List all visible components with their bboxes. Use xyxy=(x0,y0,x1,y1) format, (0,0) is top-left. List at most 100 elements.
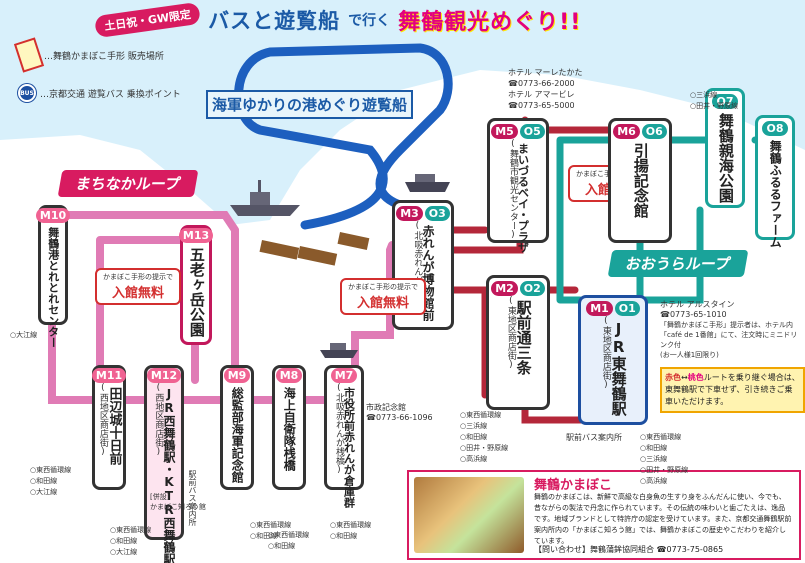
ferry-icon xyxy=(405,174,450,192)
kamaboko-photo xyxy=(414,477,524,553)
bus-line: ○東西循環線 xyxy=(250,521,292,529)
cruise-route xyxy=(234,43,453,230)
bus-stops-m1: ○東西循環線 ○和田線 ○三浜線 ○田井・野原線 ○高浜線 xyxy=(640,432,688,487)
station-m12[interactable]: M12 JR西舞鶴駅・KTR西舞鶴駅 (西地区商店街) xyxy=(144,365,184,563)
station-m11[interactable]: M11 田辺城十日前 (西地区商店街) xyxy=(91,365,127,490)
east-bus-info: 駅前バス案内所 xyxy=(566,433,622,442)
station-name: 舞鶴港とれとれセンター xyxy=(46,227,60,348)
sea-area xyxy=(0,0,805,225)
bus-line: ○三浜線 xyxy=(640,455,668,463)
hotel-tel: ☎0773-65-1010 xyxy=(660,310,727,319)
bus-line: ○田井・野原線 xyxy=(640,466,689,474)
title-banner: 土日祝・GW限定 バスと遊覧船 で行く 舞鶴観光めぐり!! xyxy=(93,1,582,39)
bus-line: ○和田線 xyxy=(250,532,278,540)
hotel-note: 「café de 1番館」にて、注文時にミニドリンク付 xyxy=(660,331,798,349)
bus-line: ○東西循環線 xyxy=(640,433,682,441)
station-name: まいづるベイ・プラザ xyxy=(516,143,530,253)
kamaboko-info-box: 舞鶴かまぼこ 舞鶴のかまぼこは、新鮮で高級な白身魚の生すり身をふんだんに使い、今… xyxy=(407,470,801,560)
bus-line: ○和田線 xyxy=(30,477,58,485)
kamaboko-ticket-icon xyxy=(13,37,45,73)
station-name: 舞鶴親海公園 xyxy=(716,113,735,203)
station-name: 駅前通三条 xyxy=(514,300,533,375)
bus-line: ○東西循環線 xyxy=(460,411,502,419)
legend-kamaboko: …舞鶴かまぼこ手形 販売場所 xyxy=(13,37,181,73)
bus-line: ○高浜線 xyxy=(460,455,488,463)
station-name: JR西舞鶴駅・KTR西舞鶴駅 xyxy=(162,387,177,563)
station-name: 海上自衛隊桟橋 xyxy=(282,387,297,471)
hotel-note: 「舞鶴かまぼこ手形」提示者は、ホテル内 xyxy=(660,321,793,329)
bus-stops-m7: ○東西循環線 ○和田線 xyxy=(330,520,371,542)
bus-line: ○和田線 xyxy=(268,542,296,550)
legend-bus-text: …京都交通 遊覧バス 乗換ポイント xyxy=(40,89,181,100)
station-code: M13 xyxy=(178,228,214,243)
west-bus-info: 駅前バス案内所 xyxy=(188,470,197,526)
info-title: 舞鶴かまぼこ xyxy=(534,478,613,493)
bus-line: ○東西循環線 xyxy=(330,521,372,529)
memorial-hall-label: 市政記念館 ☎0773-66-1096 xyxy=(366,403,433,422)
station-code: O8 xyxy=(762,121,788,136)
station-m10[interactable]: M10 舞鶴港とれとれセンター xyxy=(35,205,71,348)
station-code: M9 xyxy=(223,368,251,383)
hotel-info-north: ホテル マーレたかた ☎0773-66-2000 ホテル アマービレ ☎0773… xyxy=(508,67,583,111)
station-o8[interactable]: O8 舞鶴ふるるファーム xyxy=(755,115,795,248)
bus-stops-m2: ○東西循環線 ○三浜線 ○和田線 ○田井・野原線 ○高浜線 xyxy=(460,410,508,465)
station-sub: (西地区商店街) xyxy=(97,383,108,457)
station-name: 田辺城十日前 xyxy=(106,387,122,465)
coupon-m3: かまぼこ手形の提示で入館無料 xyxy=(340,278,426,315)
bus-line: ○東西循環線 xyxy=(268,531,310,539)
bus-line: ○高浜線 xyxy=(640,477,668,485)
bus-line: ○三浜線 xyxy=(690,91,718,99)
bus-line: ○和田線 xyxy=(640,444,668,452)
station-sub: (東地区商店街) xyxy=(505,296,516,370)
station-o7[interactable]: O7 舞鶴親海公園 xyxy=(705,88,745,208)
station-m9[interactable]: M9 総監部海軍記念館 xyxy=(220,365,254,490)
coupon-m13: かまぼこ手形の提示で入館無料 xyxy=(95,268,181,305)
hotel-name: ホテル アルスタイン xyxy=(660,300,735,309)
ferry-icon xyxy=(320,343,358,358)
m12-annex-note: [併設]かまぼこ知ろう館 xyxy=(150,493,206,511)
station-code: O7 xyxy=(712,94,738,109)
station-m13[interactable]: M13 五老ヶ岳公園 xyxy=(178,225,214,345)
bus-line: ○東西循環線 xyxy=(30,466,72,474)
weekend-only-badge: 土日祝・GW限定 xyxy=(93,1,202,39)
station-name: JR東舞鶴駅 xyxy=(609,320,628,416)
station-m8[interactable]: M8 海上自衛隊桟橋 xyxy=(272,365,306,490)
hotel-tel: ☎0773-66-2000 xyxy=(508,79,575,88)
bus-stops-m10: ○大江線 xyxy=(10,331,38,339)
bus-line: ○和田線 xyxy=(110,537,138,545)
bus-line: ○田井・野原線 xyxy=(460,444,509,452)
station-code: M7 xyxy=(330,368,358,383)
station-sub: (東地区商店街) xyxy=(600,316,611,390)
legend-kamaboko-text: …舞鶴かまぼこ手形 販売場所 xyxy=(44,51,164,62)
station-code: M12 xyxy=(146,368,182,383)
title-main: バスと遊覧船 xyxy=(208,9,341,33)
bus-line: ○和田線 xyxy=(460,433,488,441)
bus-line: ○三浜線 xyxy=(460,422,488,430)
title-big: 舞鶴観光めぐり!! xyxy=(398,10,582,35)
station-sub: (北吸赤れんが桟橋) xyxy=(333,383,344,475)
bus-line: ○和田線 xyxy=(330,532,358,540)
machinaka-loop-banner: まちなかループ xyxy=(57,170,199,197)
bus-line: ○田井・野原線 xyxy=(690,102,739,110)
warehouse-icon xyxy=(259,231,370,266)
bus-line: ○大江線 xyxy=(110,548,138,556)
hotel-info-east: ホテル アルスタイン ☎0773-65-1010 「舞鶴かまぼこ手形」提示者は、… xyxy=(660,300,800,360)
station-name: 総監部海軍記念館 xyxy=(230,387,245,483)
station-code: M10 xyxy=(35,208,71,223)
bus-stops-m8: ○東西循環線 ○和田線 xyxy=(268,530,309,552)
station-sub: (舞鶴市観光センター) xyxy=(507,139,518,240)
bus-line: ○大江線 xyxy=(30,488,58,496)
bus-stop-icon: BUS xyxy=(18,84,36,102)
bus-line: ○東西循環線 xyxy=(110,526,152,534)
station-name: 市役所前赤れんが倉庫群 xyxy=(342,387,356,508)
hotel-note: (お一人様1回限り) xyxy=(660,351,719,359)
station-code: M8 xyxy=(275,368,303,383)
station-sub: (西地区商店街) xyxy=(153,383,164,457)
station-m7[interactable]: M7 市役所前赤れんが倉庫群 (北吸赤れんが桟橋) xyxy=(324,365,364,508)
hotel-name: ホテル アマービレ xyxy=(508,90,575,99)
